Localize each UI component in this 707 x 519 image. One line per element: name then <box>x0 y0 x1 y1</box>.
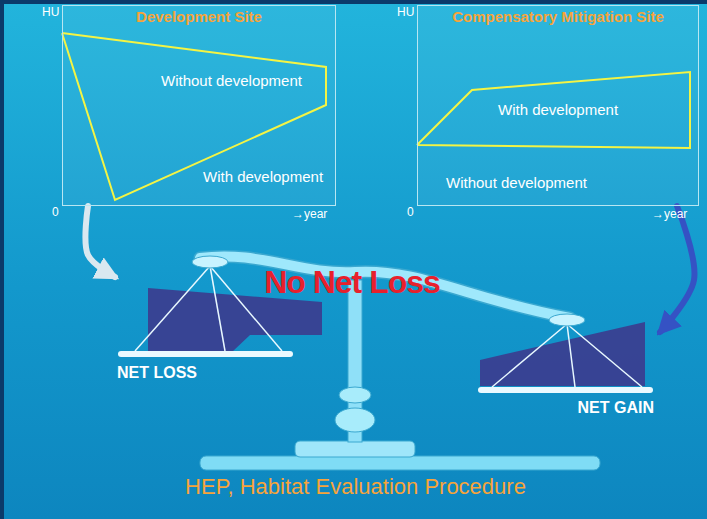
pan-plate <box>478 387 653 393</box>
curve-label: With development <box>203 168 323 185</box>
balance-title: No Net Loss <box>264 264 440 301</box>
chart-panel: Development SiteWithout developmentWith … <box>62 5 336 206</box>
curve-label: Without development <box>161 72 302 89</box>
scale-beam <box>200 256 570 318</box>
axis-label: →year <box>652 208 687 222</box>
axis-label: HU <box>397 6 414 20</box>
curved-arrow <box>660 206 694 332</box>
beam-end <box>192 256 228 268</box>
pan-plate <box>118 351 293 357</box>
axis-label: →year <box>292 208 327 222</box>
pan-string <box>567 324 642 387</box>
caption: HEP, Habitat Evaluation Procedure <box>4 474 707 499</box>
curve-label: With development <box>498 101 618 118</box>
pan-string <box>210 266 225 351</box>
scale-base <box>200 456 600 470</box>
axis-label: 0 <box>52 206 59 220</box>
curve-label: Without development <box>446 174 587 191</box>
scale-knob <box>335 408 375 432</box>
axis-label: HU <box>42 6 59 20</box>
beam-end <box>549 314 585 326</box>
axis-label: 0 <box>407 206 414 220</box>
scale-knob <box>339 387 371 403</box>
scale-pan: NET GAIN <box>470 320 660 420</box>
scale-beam <box>200 256 570 318</box>
scale-base <box>295 441 415 457</box>
gain-area <box>480 322 645 386</box>
pan-string <box>492 324 567 387</box>
pan-string <box>567 324 575 387</box>
curved-arrow <box>85 206 115 277</box>
pan-string <box>135 266 210 351</box>
pan-label: NET LOSS <box>117 364 197 382</box>
chart-panel: Compensatory Mitigation SiteWith develop… <box>417 5 699 206</box>
pan-label: NET GAIN <box>578 399 654 417</box>
panel-title: Compensatory Mitigation Site <box>418 8 698 25</box>
panel-title: Development Site <box>63 8 335 25</box>
